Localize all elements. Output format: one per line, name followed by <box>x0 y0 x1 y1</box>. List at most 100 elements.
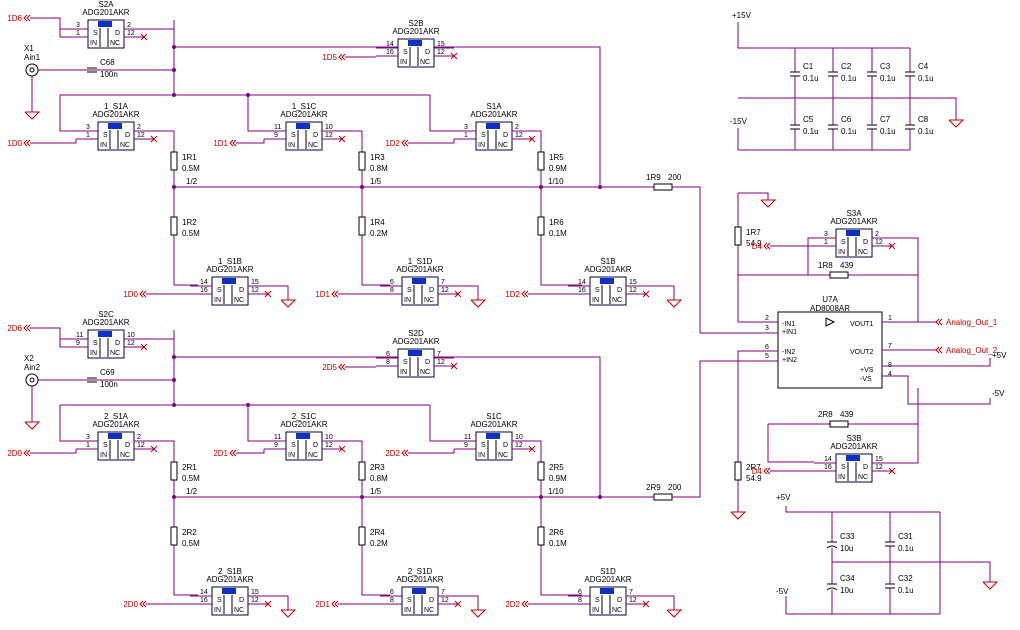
switch-pin-s: S <box>407 597 412 604</box>
switch-pin-d: D <box>115 30 120 37</box>
pin-num: 3 <box>824 231 828 238</box>
opamp-pin-name: -IN2 <box>782 349 795 356</box>
net-label: 2D5 <box>322 363 346 372</box>
net-label-text: 1D2 <box>385 139 400 148</box>
resistor-ref: 2R7 <box>746 463 761 472</box>
switch-ref: S1B <box>600 257 615 266</box>
switch-ref: S2A <box>98 0 114 9</box>
resistor-2R7: 2R7 54.9 <box>734 461 762 483</box>
pin-num: 16 <box>200 597 208 604</box>
switch-pin-in: IN <box>100 452 107 459</box>
pin-num: 1 <box>888 315 892 322</box>
switch-pin-nc: NC <box>234 297 244 304</box>
resistor-value: 439 <box>840 410 854 419</box>
switch-ref: 2_S1D <box>408 567 433 576</box>
pin-num: 2 <box>515 124 519 131</box>
resistor-value: 54.9 <box>746 239 762 248</box>
switch-pin-nc: NC <box>612 607 622 614</box>
net-label: 2D1 <box>213 449 237 458</box>
pin-num: 1 <box>76 30 80 37</box>
switch-part: ADG201AKR <box>280 110 327 119</box>
pin-num: 12 <box>137 132 145 139</box>
pin-num: 14 <box>578 279 586 286</box>
pin-num: 9 <box>76 340 80 347</box>
pin-num: 12 <box>251 287 259 294</box>
net-label-text: D4 <box>752 242 763 251</box>
divider-label: 1/10 <box>548 177 564 186</box>
resistor-ref: 2R9 <box>646 483 661 492</box>
switch-part: ADG201AKR <box>392 337 439 346</box>
switch-pin-nc: NC <box>420 59 430 66</box>
net-label: 2D2 <box>385 449 409 458</box>
switch-pin-in: IN <box>400 59 407 66</box>
power-label: -5V <box>776 587 789 596</box>
switch-ref: S1A <box>486 102 502 111</box>
capacitor-C7: C70.1u <box>867 115 896 136</box>
pin-num: 7 <box>888 343 892 350</box>
resistor-value: 0.5M <box>182 474 200 483</box>
resistor-value: 0.9M <box>549 474 567 483</box>
divider-label: 1/10 <box>548 487 564 496</box>
switch-pin-d: D <box>125 442 130 449</box>
net-label-text: 1D1 <box>315 290 330 299</box>
switch-pin-in: IN <box>478 142 485 149</box>
power-label: -5V <box>992 389 1005 398</box>
ground-symbol <box>982 581 999 590</box>
opamp-pin-name: -VS <box>860 376 872 383</box>
switch-pin-nc: NC <box>498 452 508 459</box>
switch-pin-s: S <box>841 464 846 471</box>
power-label: +5V <box>776 493 791 502</box>
capacitor-ref: C31 <box>898 532 913 541</box>
pin-num: 11 <box>274 434 281 441</box>
net-label-text: 1D0 <box>123 290 138 299</box>
switch-pin-nc: NC <box>234 607 244 614</box>
switch-part: ADG201AKR <box>206 265 253 274</box>
switch-pin-nc: NC <box>110 40 120 47</box>
resistor-value: 54.9 <box>746 474 762 483</box>
power-rails-opamp: +5V-5V <box>992 351 1007 398</box>
ground-symbol <box>280 299 297 308</box>
switch-pin-s: S <box>103 442 108 449</box>
switch-ref: S2B <box>408 19 423 28</box>
pin-num: 7 <box>437 351 441 358</box>
junction-dot <box>598 495 602 499</box>
resistor-ref: 1R4 <box>370 218 385 227</box>
junction-dot <box>172 45 176 49</box>
capacitor-value: 0.1u <box>898 586 914 595</box>
switch-pin-s: S <box>291 132 296 139</box>
capacitor-ref: C6 <box>841 115 852 124</box>
net-label-text: 1D1 <box>213 139 228 148</box>
pin-num: 12 <box>875 239 883 246</box>
pin-num: 9 <box>274 132 278 139</box>
opamp-part: AD8008AR <box>810 304 850 313</box>
switch-ref: 1_S1A <box>104 102 129 111</box>
resistor-ref: 1R8 <box>818 261 833 270</box>
resistor-value: 0.1M <box>549 229 567 238</box>
switch-pin-nc: NC <box>424 607 434 614</box>
net-label-text: Analog_Out_1 <box>946 318 998 327</box>
pin-num: 3 <box>464 124 468 131</box>
switch-pin-d: D <box>429 287 434 294</box>
switch-pin-in: IN <box>838 249 845 256</box>
capacitor-ref: C69 <box>100 368 115 377</box>
net-label-text: Analog_Out_2 <box>946 346 998 355</box>
resistor-ref: 2R4 <box>370 528 385 537</box>
opamp-pin-name: +VS <box>860 367 874 374</box>
pin-num: 2 <box>875 231 879 238</box>
switch-pin-s: S <box>403 359 408 366</box>
switch-part: ADG201AKR <box>280 420 327 429</box>
switch-pin-in: IN <box>478 452 485 459</box>
junction-dot <box>539 495 543 499</box>
capacitor-ref: C34 <box>840 574 855 583</box>
switch-ref: 1_S1B <box>218 257 242 266</box>
